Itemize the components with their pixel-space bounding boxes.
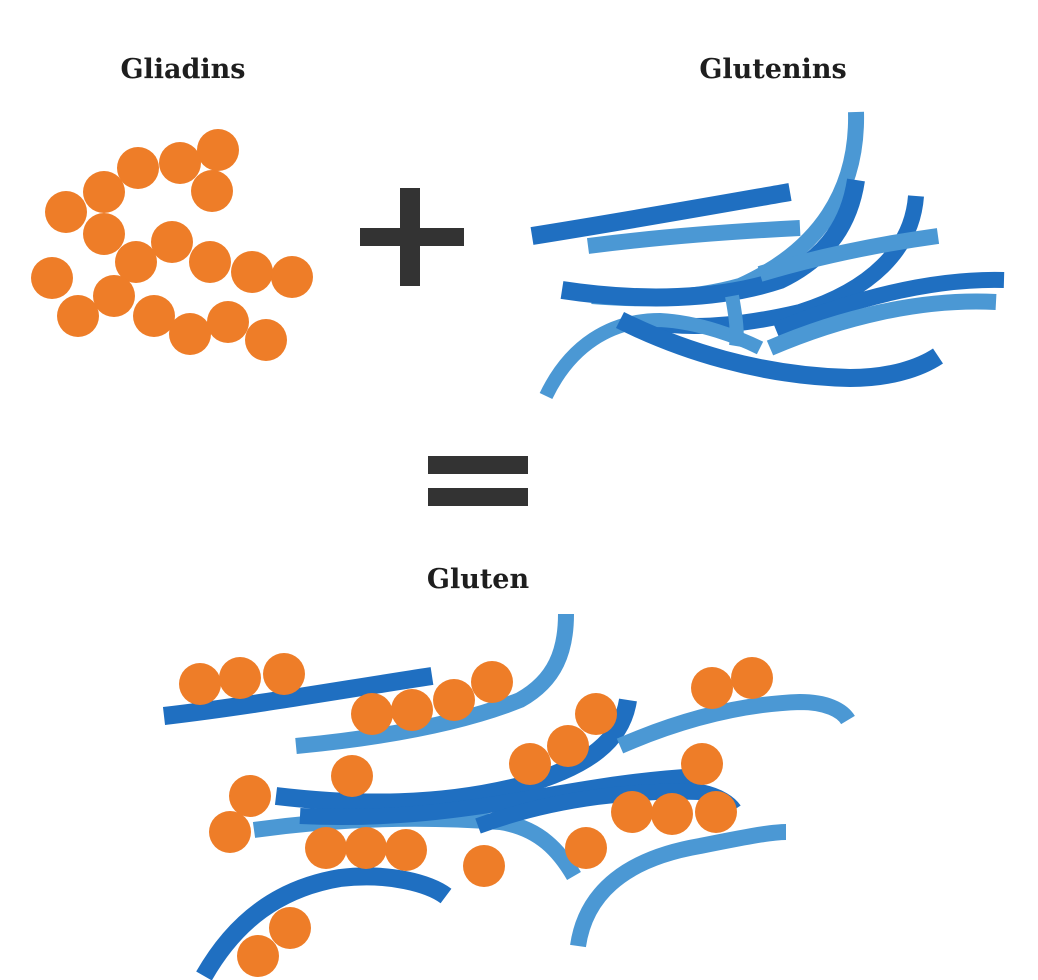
gluten-bead-group [179, 653, 773, 977]
gliadin-bead [237, 935, 279, 977]
gliadin-bead [151, 221, 193, 263]
glutenin-strand [586, 220, 801, 254]
gliadin-bead [263, 653, 305, 695]
gliadin-bead [209, 811, 251, 853]
gliadin-bead [695, 791, 737, 833]
gluten-strand [196, 867, 452, 980]
gliadin-bead [565, 827, 607, 869]
plus-sign [360, 188, 464, 286]
gliadin-bead [219, 657, 261, 699]
gluten-strand [570, 824, 787, 948]
gliadin-bead [31, 257, 73, 299]
gliadin-bead [117, 147, 159, 189]
gliadin-bead [45, 191, 87, 233]
glutenin-strand [772, 271, 1005, 338]
gluten-strand [299, 768, 701, 826]
gliadin-bead [331, 755, 373, 797]
gluten-strand [295, 613, 574, 754]
gliadin-bead [691, 667, 733, 709]
gliadin-bead [231, 251, 273, 293]
glutenin-strand [530, 183, 792, 245]
gliadin-bead [191, 170, 233, 212]
gluten-label: Gluten [426, 564, 530, 595]
gliadin-bead [651, 793, 693, 835]
gluten-strand [274, 698, 637, 812]
gliadin-bead [433, 679, 475, 721]
gliadin-bead [229, 775, 271, 817]
glutenin-strand [766, 293, 997, 356]
gliadin-bead [271, 256, 313, 298]
gliadin-bead [681, 743, 723, 785]
gliadin-bead [197, 129, 239, 171]
gliadin-bead [93, 275, 135, 317]
gliadin-bead [169, 313, 211, 355]
gliadin-bead [391, 689, 433, 731]
gliadin-bead [471, 661, 513, 703]
glutenin-strand [725, 294, 744, 348]
gliadin-bead [269, 907, 311, 949]
glutenins-strand-bundle [530, 111, 1005, 400]
gliadin-bead [611, 791, 653, 833]
gliadin-bead [207, 301, 249, 343]
gliadin-bead [509, 743, 551, 785]
gliadin-bead [463, 845, 505, 887]
gliadin-bead [159, 142, 201, 184]
gliadin-bead [133, 295, 175, 337]
glutenins-label: Glutenins [699, 54, 847, 85]
gliadin-bead [345, 827, 387, 869]
glutenin-strand [560, 178, 865, 307]
gliadin-bead [57, 295, 99, 337]
gliadin-bead [575, 693, 617, 735]
gliadin-bead [245, 319, 287, 361]
gliadin-bead [179, 663, 221, 705]
gliadin-bead [83, 213, 125, 255]
gliadin-bead [83, 171, 125, 213]
gluten-strand-network [162, 613, 855, 980]
gliadin-bead [305, 827, 347, 869]
gliadin-bead [385, 829, 427, 871]
equals-sign [428, 456, 528, 506]
gliadins-label: Gliadins [120, 54, 246, 85]
gluten-strand [616, 693, 855, 754]
gliadin-bead [731, 657, 773, 699]
gluten-strand [162, 667, 434, 725]
glutenin-strand [757, 228, 940, 282]
gliadin-bead [189, 241, 231, 283]
gliadin-bead [547, 725, 589, 767]
gliadins-bead-chain [31, 129, 313, 361]
gliadin-bead [115, 241, 157, 283]
gliadin-bead [351, 693, 393, 735]
glutenin-strand [615, 311, 943, 388]
